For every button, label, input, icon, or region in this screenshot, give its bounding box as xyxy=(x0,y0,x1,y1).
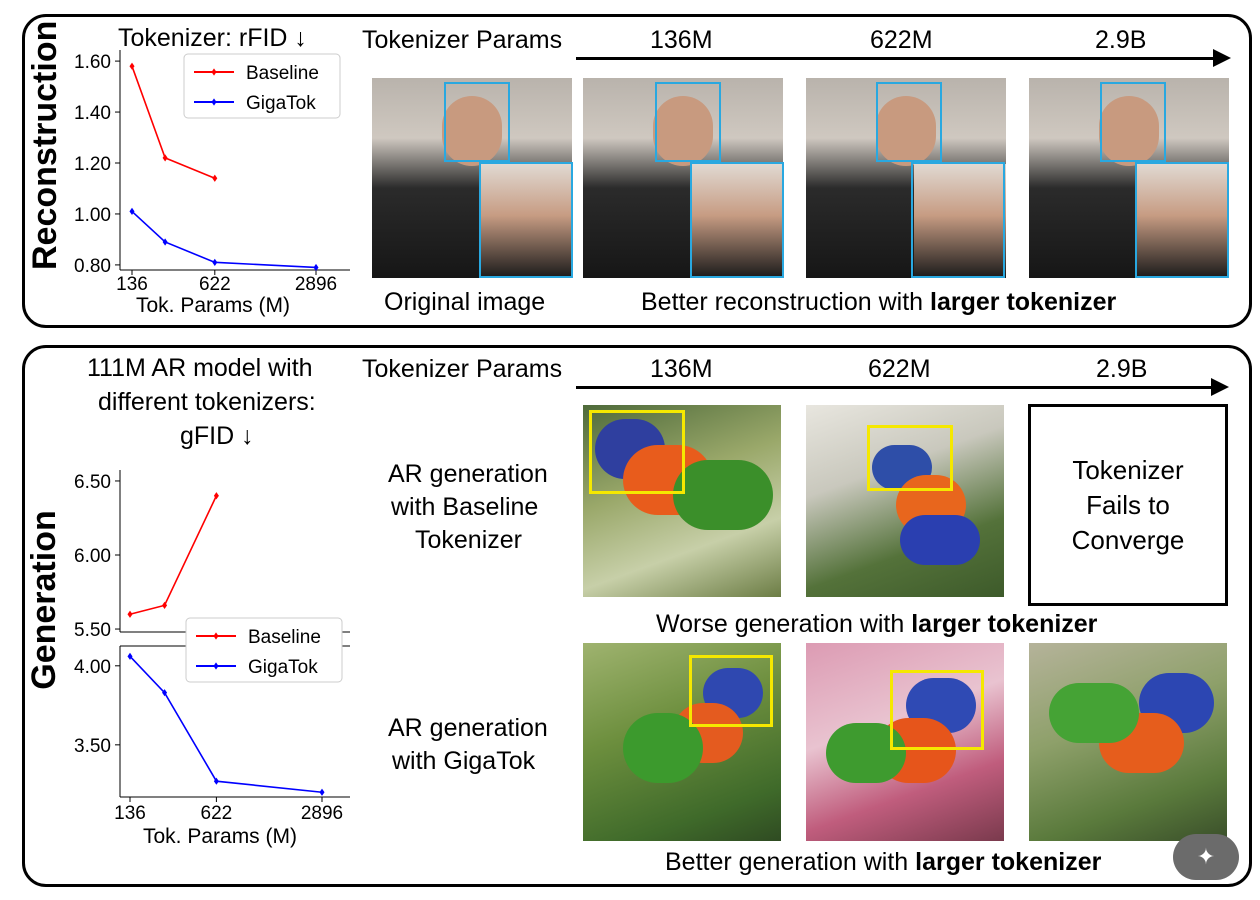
gfid-series-gigatok-marker-0 xyxy=(127,652,133,660)
params-arrowhead-bottom xyxy=(1211,378,1229,396)
size-label-2-9b-bottom: 2.9B xyxy=(1096,355,1148,383)
rfid-chart-title: Tokenizer: rFID ↓ xyxy=(118,24,307,52)
rfid-legend-marker-1 xyxy=(211,98,217,106)
gfid-x-tick-label-2: 2896 xyxy=(301,803,343,824)
size-label-2-9b-top: 2.9B xyxy=(1095,26,1147,54)
rfid-legend-marker-0 xyxy=(211,68,217,76)
rfid-series-gigatok-marker-3 xyxy=(313,263,319,272)
gfid-x-tick-label-0: 136 xyxy=(114,803,146,824)
gfid-upper-y-tick-label-1: 6.00 xyxy=(74,546,111,567)
zoom-box-gigatok-136m xyxy=(689,655,773,727)
size-label-136m-top: 136M xyxy=(650,26,713,54)
original-image-caption: Original image xyxy=(384,288,546,316)
rfid-series-gigatok-marker-0 xyxy=(129,207,135,216)
rfid-x-tick-label-2: 2896 xyxy=(295,274,337,295)
zoom-inset-136m xyxy=(690,162,784,278)
gfid-series-gigatok-marker-3 xyxy=(319,788,325,796)
better-reconstruction-text: Better reconstruction with xyxy=(641,288,931,316)
zoom-box-2-9b-face xyxy=(1100,82,1166,162)
zoom-inset-2-9b xyxy=(1135,162,1229,278)
rfid-y-tick-label-2: 1.20 xyxy=(74,154,111,175)
gfid-lower-y-tick-label-0: 3.50 xyxy=(74,736,111,757)
better-reconstruction-caption: Better reconstruction with larger tokeni… xyxy=(641,288,1116,317)
worse-larger-tokenizer-bold-text: larger tokenizer xyxy=(911,610,1098,638)
better-larger-tokenizer-bold-text: larger tokenizer xyxy=(915,848,1102,876)
gfid-series-baseline-marker-0 xyxy=(127,610,133,618)
rfid-y-tick-label-3: 1.40 xyxy=(74,103,111,124)
gfid-chart-title-line2: different tokenizers: xyxy=(98,388,316,416)
rfid-y-tick-label-4: 1.60 xyxy=(74,52,111,73)
rfid-x-axis-label: Tok. Params (M) xyxy=(136,294,290,317)
baseline-row-label-line1: AR generation xyxy=(388,460,548,488)
rfid-x-tick-label-0: 136 xyxy=(116,274,148,295)
gfid-upper-y-tick-label-2: 6.50 xyxy=(74,472,111,493)
gfid-x-tick-label-1: 622 xyxy=(201,803,233,824)
gfid-legend-marker-1 xyxy=(213,662,219,670)
generation-panel xyxy=(22,345,1252,887)
size-label-622m-bottom: 622M xyxy=(868,355,931,383)
gfid-series-baseline-line xyxy=(129,495,218,616)
rfid-series-gigatok-marker-2 xyxy=(212,258,218,266)
baseline-row-label-line3: Tokenizer xyxy=(415,526,522,554)
params-arrow-bottom xyxy=(576,386,1216,389)
gfid-legend-marker-0 xyxy=(213,632,219,640)
rfid-legend-label-0: Baseline xyxy=(246,63,319,84)
better-generation-caption: Better generation with larger tokenizer xyxy=(665,848,1101,877)
baseline-parrot-622m-image xyxy=(806,405,1004,597)
better-generation-text: Better generation with xyxy=(665,848,916,876)
rfid-y-tick-label-1: 1.00 xyxy=(74,205,111,226)
zoom-box-baseline-622m xyxy=(867,425,953,491)
magic-wand-icon: ✦ xyxy=(1196,844,1216,869)
gfid-x-axis-label: Tok. Params (M) xyxy=(143,825,297,848)
worse-generation-caption: Worse generation with larger tokenizer xyxy=(656,610,1097,639)
zoom-box-gigatok-622m xyxy=(890,670,984,750)
size-label-136m-bottom: 136M xyxy=(650,355,713,383)
gigatok-parrot-136m-image xyxy=(583,643,781,841)
rfid-legend-label-1: GigaTok xyxy=(246,93,316,114)
gfid-upper-y-tick-label-0: 5.50 xyxy=(74,620,111,641)
reconstruction-panel xyxy=(22,14,1252,328)
recon-portrait-2-9b-image xyxy=(1029,78,1229,278)
gfid-chart-title-line1: 111M AR model with xyxy=(87,354,313,382)
gigatok-row-label-line2: with GigaTok xyxy=(392,747,536,775)
zoom-box-baseline-136m xyxy=(589,410,685,494)
rfid-series-gigatok-marker-1 xyxy=(162,238,168,246)
zoom-box-622m-face xyxy=(876,82,942,162)
zoom-box-original-face xyxy=(444,82,510,162)
larger-tokenizer-bold-text: larger tokenizer xyxy=(930,288,1117,316)
gfid-legend-label-1: GigaTok xyxy=(248,657,318,678)
rfid-series-baseline-marker-2 xyxy=(212,174,218,182)
gfid-legend-label-0: Baseline xyxy=(248,627,321,648)
params-arrowhead-top xyxy=(1213,49,1231,67)
gfid-series-baseline-marker-2 xyxy=(213,492,219,500)
worse-generation-text: Worse generation with xyxy=(656,610,912,638)
generation-section-label: Generation xyxy=(25,510,63,690)
rfid-series-baseline-marker-1 xyxy=(162,154,168,162)
gfid-chart-title-line3: gFID ↓ xyxy=(180,422,254,450)
tokenizer-params-label-top: Tokenizer Params xyxy=(362,26,563,54)
zoom-box-136m-face xyxy=(655,82,721,162)
tokenizer-fails-box: Tokenizer Fails to Converge xyxy=(1028,404,1228,606)
rfid-series-gigatok-line xyxy=(131,210,317,269)
tokenizer-params-label-bottom: Tokenizer Params xyxy=(362,355,563,383)
size-label-622m-top: 622M xyxy=(870,26,933,54)
rfid-series-baseline-marker-0 xyxy=(129,62,135,70)
zoom-inset-622m xyxy=(911,162,1005,278)
magic-wand-button[interactable]: ✦ xyxy=(1173,834,1239,880)
gfid-series-gigatok-marker-2 xyxy=(213,777,219,785)
gfid-lower-y-tick-label-1: 4.00 xyxy=(74,657,111,678)
original-portrait-image xyxy=(372,78,572,278)
gfid-series-gigatok-line xyxy=(129,655,323,794)
zoom-inset-original xyxy=(479,162,573,278)
recon-portrait-136m-image xyxy=(583,78,783,278)
baseline-row-label-line2: with Baseline xyxy=(391,493,539,521)
gigatok-parrot-2-9b-image xyxy=(1029,643,1227,841)
recon-portrait-622m-image xyxy=(806,78,1006,278)
rfid-y-tick-label-0: 0.80 xyxy=(74,256,111,277)
params-arrow-top xyxy=(576,57,1216,60)
gigatok-row-label-line1: AR generation xyxy=(388,714,548,742)
rfid-x-tick-label-1: 622 xyxy=(199,274,231,295)
